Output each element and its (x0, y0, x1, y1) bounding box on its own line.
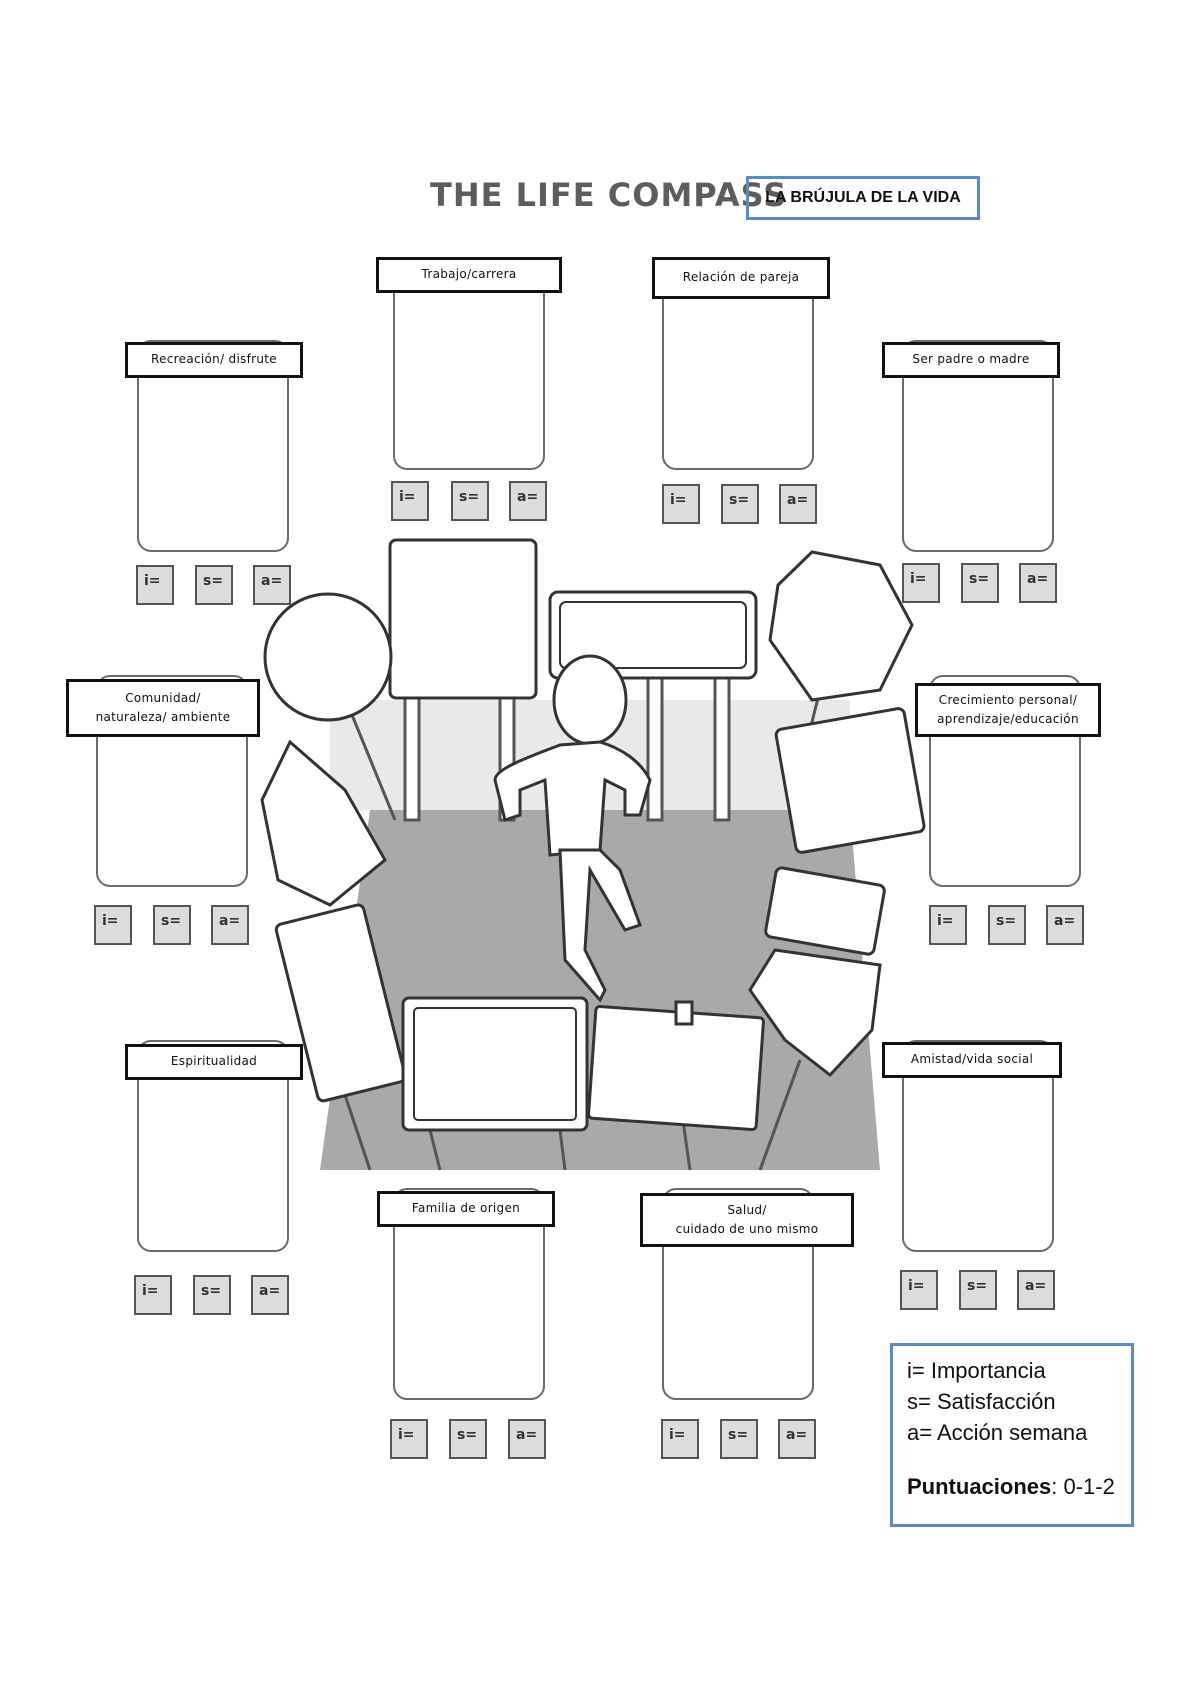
card-trabajo[interactable] (393, 258, 545, 470)
score-familia-a[interactable]: a= (508, 1419, 546, 1459)
score-crecimiento-a[interactable]: a= (1046, 905, 1084, 945)
score-comunidad-s[interactable]: s= (153, 905, 191, 945)
legend-satisfaccion: s= Satisfacción (907, 1388, 1056, 1414)
score-salud-a[interactable]: a= (778, 1419, 816, 1459)
label-crecimiento: Crecimiento personal/ aprendizaje/educac… (915, 683, 1101, 737)
legend-accion: a= Acción semana (907, 1419, 1088, 1445)
score-amistad-i[interactable]: i= (900, 1270, 938, 1310)
score-recreacion-s[interactable]: s= (195, 565, 233, 605)
label-pareja: Relación de pareja (652, 257, 830, 299)
score-espiritualidad-i[interactable]: i= (134, 1275, 172, 1315)
score-padre-s[interactable]: s= (961, 563, 999, 603)
score-comunidad-i[interactable]: i= (94, 905, 132, 945)
score-crecimiento-i[interactable]: i= (929, 905, 967, 945)
page-subtitle: LA BRÚJULA DE LA VIDA (746, 176, 980, 220)
score-trabajo-s[interactable]: s= (451, 481, 489, 521)
score-pareja-i[interactable]: i= (662, 484, 700, 524)
score-amistad-s[interactable]: s= (959, 1270, 997, 1310)
score-recreacion-a[interactable]: a= (253, 565, 291, 605)
score-amistad-a[interactable]: a= (1017, 1270, 1055, 1310)
score-pareja-s[interactable]: s= (721, 484, 759, 524)
label-trabajo: Trabajo/carrera (376, 257, 562, 293)
label-padre: Ser padre o madre (882, 342, 1060, 378)
legend-puntuaciones-label: Puntuaciones (907, 1474, 1052, 1500)
score-salud-i[interactable]: i= (661, 1419, 699, 1459)
score-trabajo-a[interactable]: a= (509, 481, 547, 521)
score-salud-s[interactable]: s= (720, 1419, 758, 1459)
score-familia-i[interactable]: i= (390, 1419, 428, 1459)
score-padre-a[interactable]: a= (1019, 563, 1057, 603)
label-familia: Familia de origen (377, 1191, 555, 1227)
score-recreacion-i[interactable]: i= (136, 565, 174, 605)
score-trabajo-i[interactable]: i= (391, 481, 429, 521)
label-recreacion: Recreación/ disfrute (125, 342, 303, 378)
legend-importancia: i= Importancia (907, 1358, 1046, 1383)
legend-box: i= Importancia s= Satisfacción a= Acción… (890, 1343, 1134, 1527)
label-comunidad: Comunidad/ naturaleza/ ambiente (66, 679, 260, 737)
page-title: THE LIFE COMPASS (430, 176, 788, 214)
label-espiritualidad: Espiritualidad (125, 1044, 303, 1080)
score-espiritualidad-s[interactable]: s= (193, 1275, 231, 1315)
score-comunidad-a[interactable]: a= (211, 905, 249, 945)
score-pareja-a[interactable]: a= (779, 484, 817, 524)
score-padre-i[interactable]: i= (902, 563, 940, 603)
legend-puntuaciones-value: : 0-1-2 (1051, 1474, 1115, 1500)
score-crecimiento-s[interactable]: s= (988, 905, 1026, 945)
score-espiritualidad-a[interactable]: a= (251, 1275, 289, 1315)
label-amistad: Amistad/vida social (882, 1042, 1062, 1078)
score-familia-s[interactable]: s= (449, 1419, 487, 1459)
legend-puntuaciones: Puntuaciones: 0-1-2 (907, 1472, 1117, 1503)
label-salud: Salud/ cuidado de uno mismo (640, 1193, 854, 1247)
